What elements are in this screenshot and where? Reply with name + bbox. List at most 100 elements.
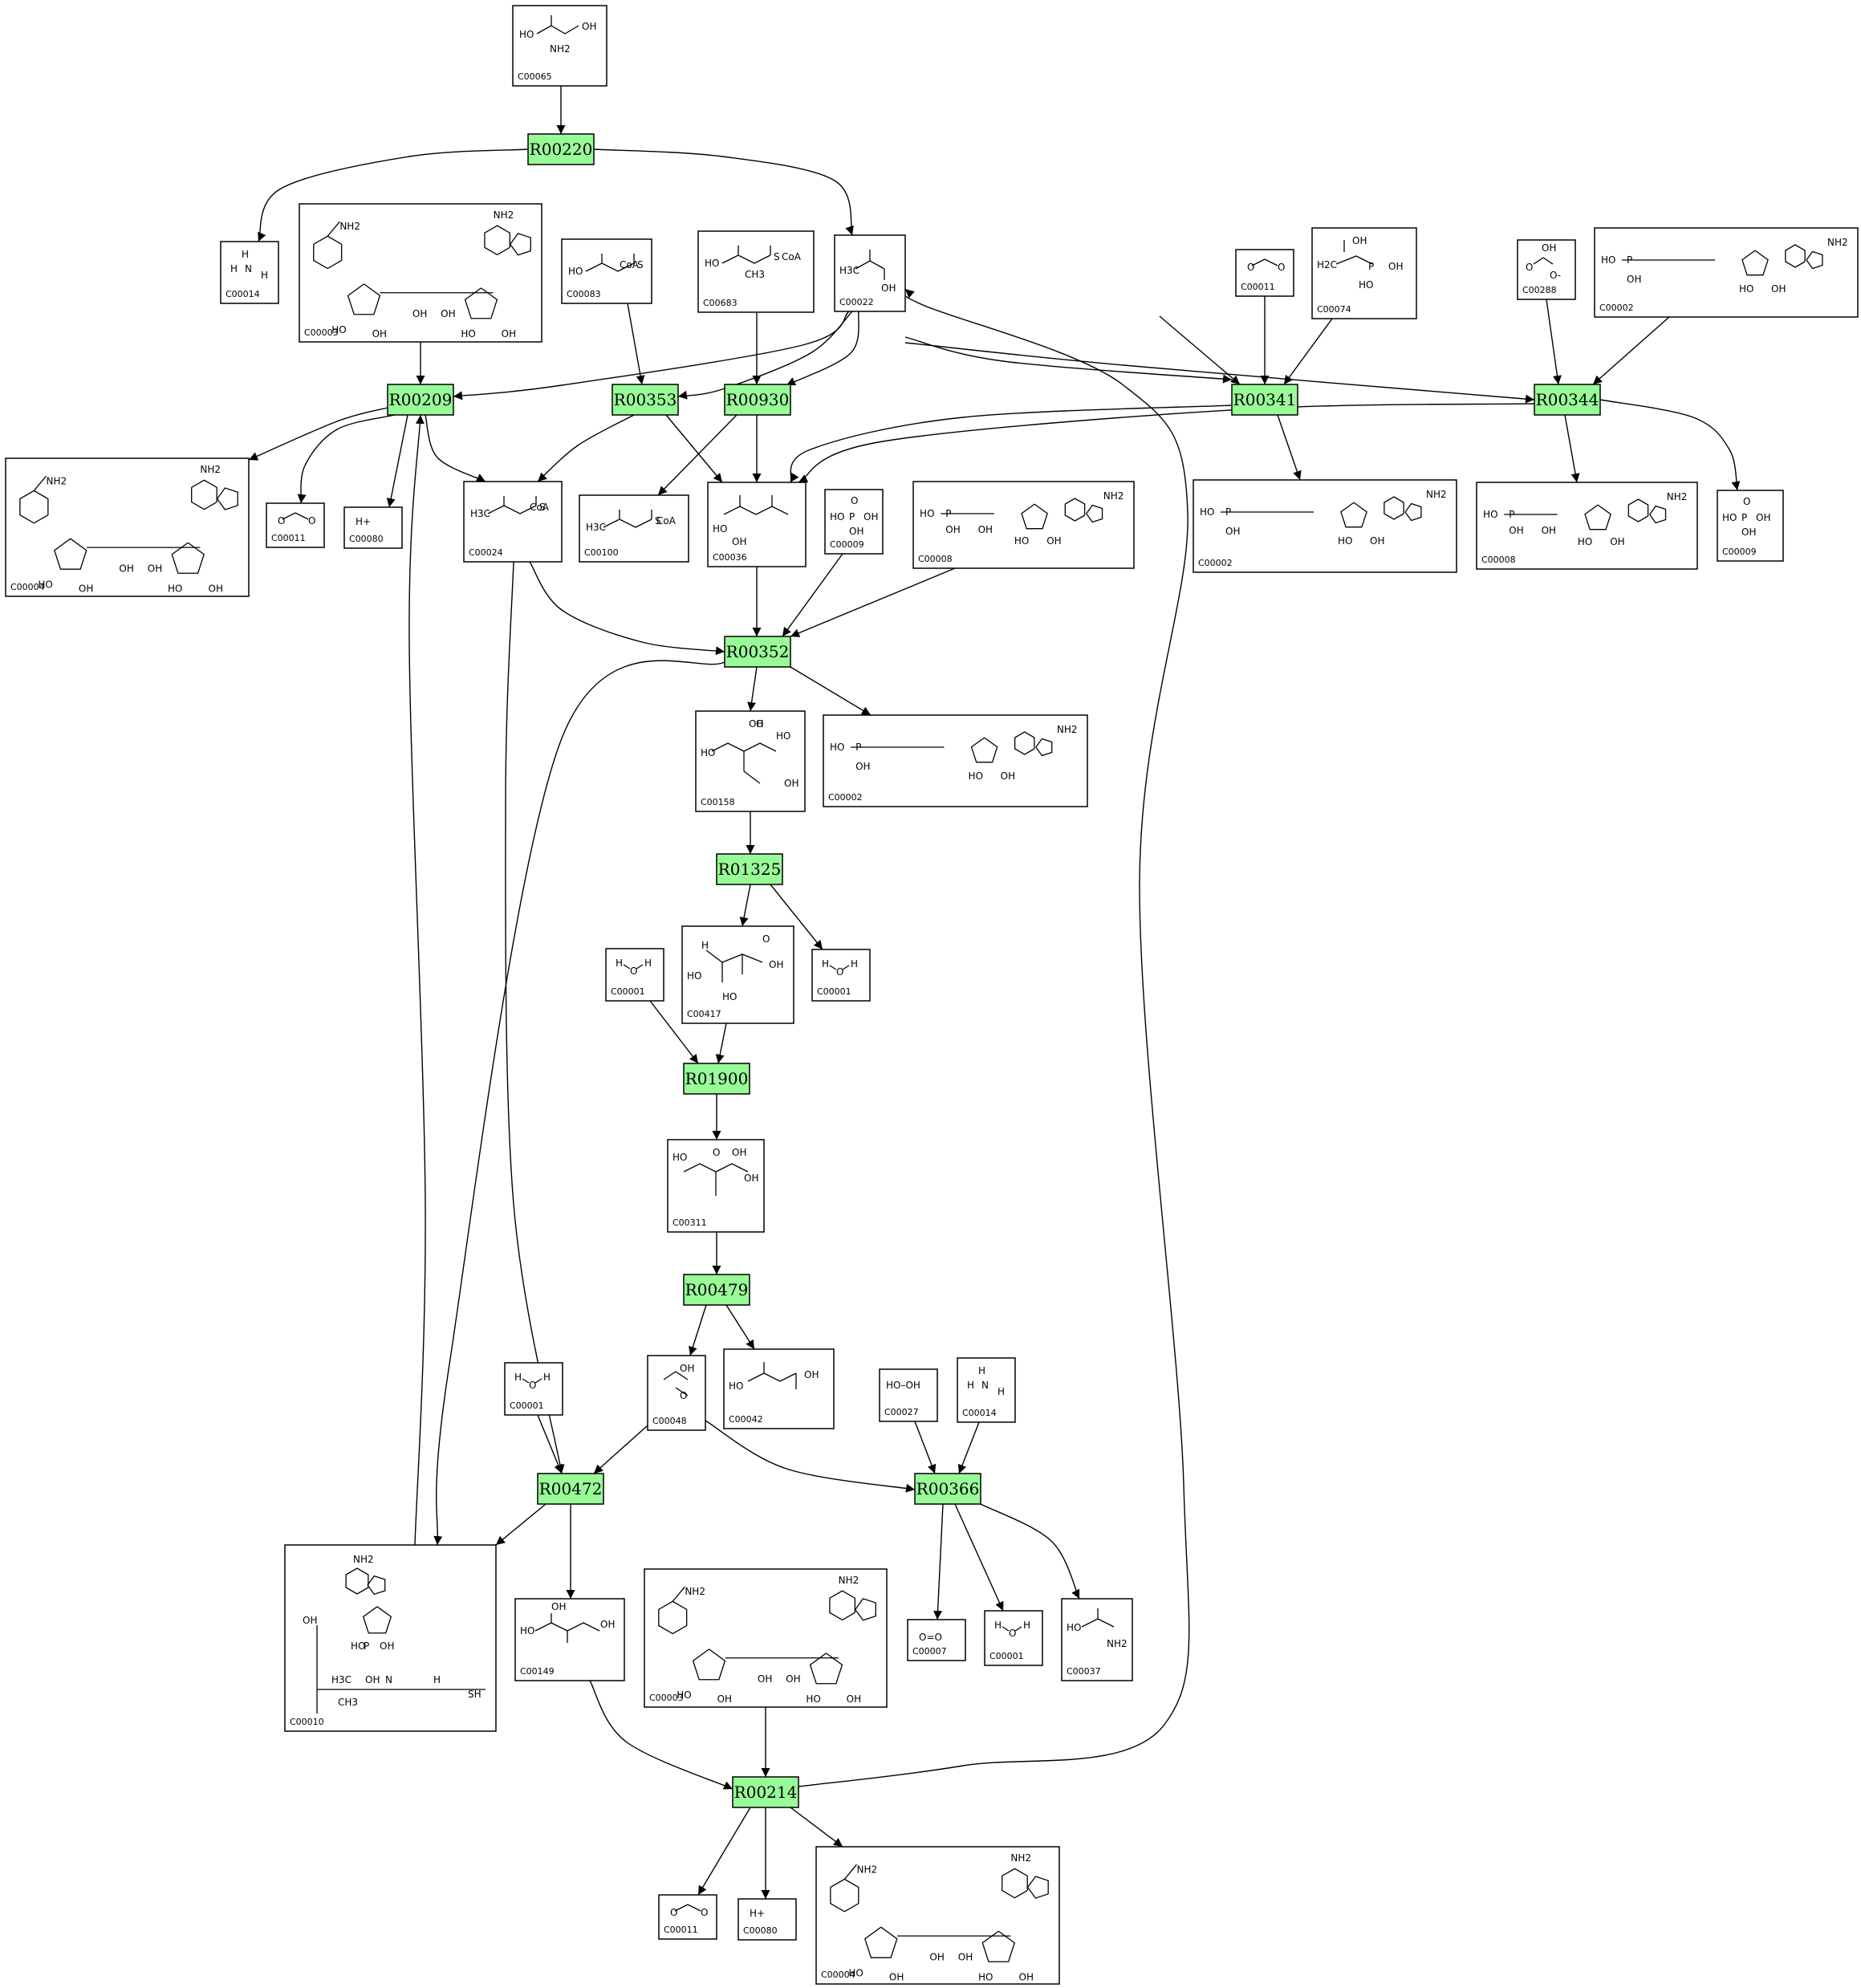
reaction-R00341[interactable]: R00341: [1231, 384, 1298, 416]
compound-id: C00004: [821, 1970, 855, 1980]
atom-label: S: [774, 251, 780, 262]
edge-c00024-to-R00472: [505, 561, 565, 1474]
atom-label: HO: [1601, 254, 1615, 266]
compound-id: C00002: [1198, 558, 1233, 568]
atom-label: NH2: [550, 43, 571, 55]
atom-label: O: [670, 1907, 677, 1918]
reaction-label: R00472: [539, 1479, 603, 1498]
atom-label: NH2: [1107, 1638, 1128, 1649]
atom-label: OH: [441, 308, 455, 319]
reaction-label: R00366: [916, 1479, 980, 1498]
compound-id: C00417: [687, 1009, 721, 1019]
compound-c00080b[interactable]: H+C00080: [737, 1898, 797, 1941]
atom-label: HO: [687, 970, 701, 982]
atom-label: HO: [1338, 535, 1352, 547]
reaction-R00209[interactable]: R00209: [387, 384, 454, 416]
reaction-R00220[interactable]: R00220: [527, 133, 595, 165]
edge-R00353-to-c00024: [537, 414, 635, 482]
atom-label: CH3: [338, 1697, 358, 1708]
reaction-R01325[interactable]: R01325: [716, 853, 783, 885]
atom-label: P: [1627, 254, 1632, 266]
reaction-R00352[interactable]: R00352: [724, 636, 791, 668]
reaction-R00353[interactable]: R00353: [612, 384, 679, 416]
atom-label: H: [1023, 1620, 1030, 1631]
reaction-box: [537, 1473, 604, 1505]
edge-R00479-to-c00048: [689, 1304, 707, 1356]
compound-id: C00683: [703, 298, 737, 308]
atom-label: NH2: [339, 221, 360, 232]
atom-label: P: [849, 511, 855, 522]
reaction-R00366[interactable]: R00366: [914, 1473, 981, 1505]
compound-box: [1594, 227, 1859, 318]
atom-label: OH: [849, 526, 863, 537]
atom-label: OH: [1225, 526, 1240, 537]
atom-label: H3C: [839, 265, 859, 276]
reaction-R00930[interactable]: R00930: [724, 384, 791, 416]
edge-c00022-to-R00353: [677, 311, 853, 400]
reaction-R00472[interactable]: R00472: [537, 1473, 604, 1505]
edge-R00209-to-c00011b: [297, 414, 396, 504]
reaction-R01900[interactable]: R01900: [683, 1063, 750, 1095]
edge-R00352-to-c00010: [433, 660, 725, 1546]
reaction-R00479[interactable]: R00479: [683, 1274, 750, 1306]
atom-label: HO–OH: [886, 1380, 920, 1391]
atom-label: H: [701, 940, 709, 951]
compound-box: [681, 925, 794, 1024]
edge-R01325-to-c00001b: [770, 884, 823, 950]
reaction-box: [716, 853, 783, 885]
compound-c00080a[interactable]: H+C00080: [343, 506, 403, 549]
atom-label: H2C: [1317, 259, 1337, 270]
compound-id: C00024: [469, 547, 503, 558]
edge-c00010-to-R00209: [408, 414, 426, 1546]
atom-label: OH: [1001, 770, 1015, 782]
atom-label: O: [630, 966, 637, 977]
atom-label: O: [701, 1907, 708, 1918]
reaction-R00214[interactable]: R00214: [732, 1776, 799, 1808]
atom-label: P: [945, 508, 951, 519]
reaction-R00344[interactable]: R00344: [1534, 384, 1601, 416]
